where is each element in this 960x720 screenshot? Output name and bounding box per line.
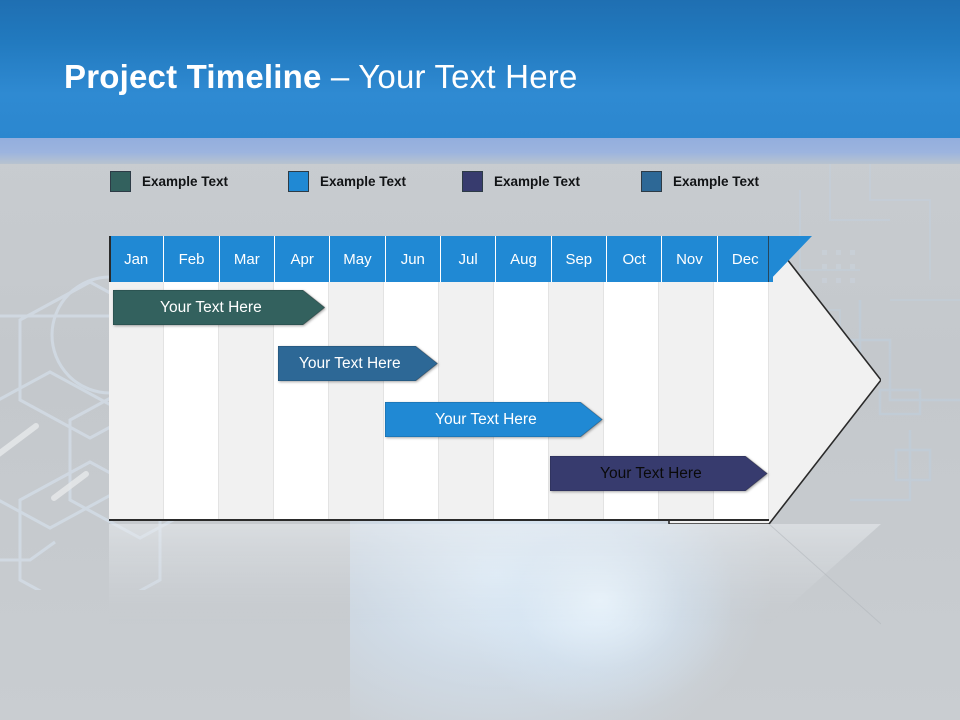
grid-column-jun — [384, 282, 439, 519]
task-bar-label: Your Text Here — [435, 410, 537, 428]
legend-item-label: Example Text — [673, 173, 760, 189]
month-header-aug[interactable]: Aug — [496, 236, 552, 282]
title-light-part: Your Text Here — [358, 58, 578, 95]
legend-item-label: Example Text — [494, 173, 581, 189]
month-header-jul[interactable]: Jul — [440, 236, 497, 282]
grid-column-aug — [494, 282, 549, 519]
grid-column-jul — [439, 282, 494, 519]
month-header-sep[interactable]: Sep — [551, 236, 607, 282]
month-header-arrow-tip — [768, 236, 812, 282]
title-bold-part: Project Timeline — [64, 58, 322, 95]
task-bar-shape-icon — [278, 346, 438, 381]
legend-item-2[interactable]: Example Text — [288, 169, 406, 193]
legend-item-label: Example Text — [320, 173, 407, 189]
month-header-dec[interactable]: Dec — [717, 236, 773, 282]
legend-swatch-icon — [110, 170, 131, 192]
task-bar-4[interactable]: Your Text Here — [550, 456, 768, 491]
title-bar: Project Timeline – Your Text Here — [0, 0, 960, 138]
month-header-jun[interactable]: Jun — [385, 236, 441, 282]
legend-item-4[interactable]: Example Text — [641, 169, 759, 193]
task-bar-label: Your Text Here — [298, 354, 401, 372]
month-header-mar[interactable]: Mar — [219, 236, 275, 282]
task-bar-label: Your Text Here — [600, 464, 702, 482]
month-header-nov[interactable]: Nov — [662, 236, 718, 282]
legend-swatch-icon — [288, 170, 309, 192]
month-header-may[interactable]: May — [330, 236, 386, 282]
header-underline-band — [0, 138, 960, 164]
month-header-apr[interactable]: Apr — [274, 236, 331, 282]
month-header-jan[interactable]: Jan — [109, 236, 165, 282]
task-bar-1[interactable]: Your Text Here — [113, 290, 325, 325]
legend-swatch-icon — [641, 170, 662, 192]
task-bar-2[interactable]: Your Text Here — [278, 346, 438, 381]
month-header-oct[interactable]: Oct — [606, 236, 663, 282]
task-bar-shape-icon — [550, 456, 768, 491]
legend: Example Text Example Text Example Text E… — [110, 169, 810, 193]
title-separator: – — [321, 58, 359, 95]
task-bar-3[interactable]: Your Text Here — [385, 402, 603, 437]
month-header-feb[interactable]: Feb — [164, 236, 220, 282]
page-title: Project Timeline – Your Text Here — [64, 57, 578, 97]
task-bar-label: Your Text Here — [160, 298, 262, 316]
legend-item-1[interactable]: Example Text — [110, 169, 228, 193]
legend-item-3[interactable]: Example Text — [462, 169, 580, 193]
grid-column-may — [329, 282, 384, 519]
task-bar-shape-icon — [385, 402, 603, 437]
task-bar-shape-icon — [113, 290, 325, 325]
legend-item-label: Example Text — [142, 173, 229, 189]
legend-swatch-icon — [462, 170, 483, 192]
